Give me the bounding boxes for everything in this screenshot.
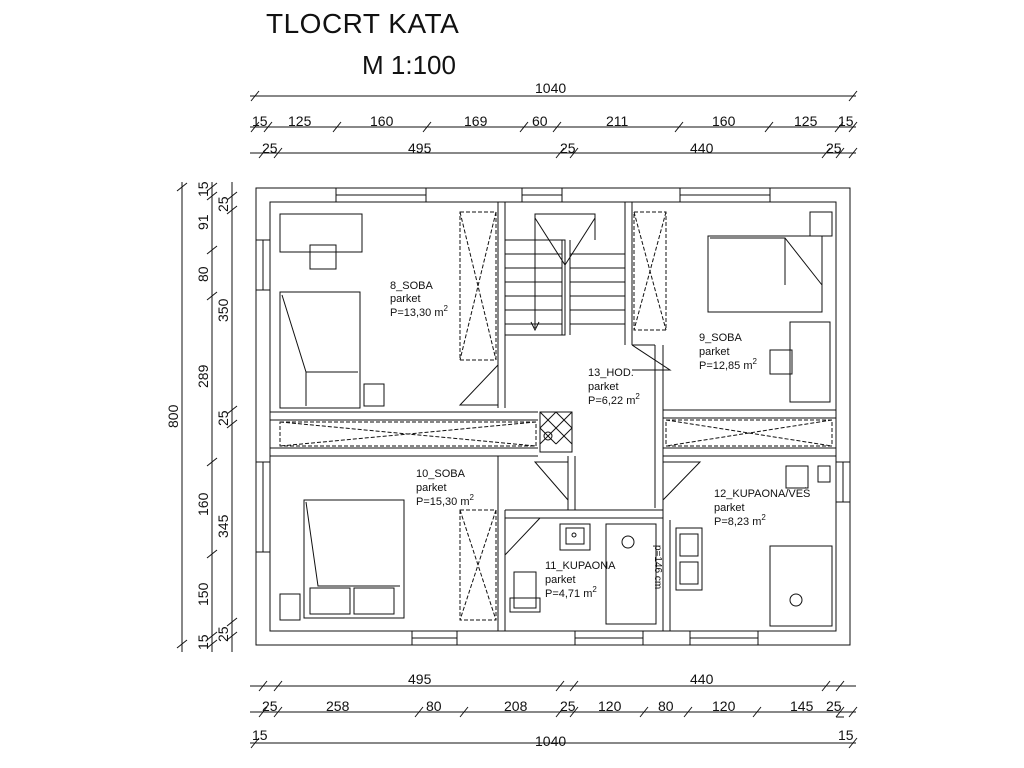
staircase: [504, 213, 625, 336]
dim-left-outer: 91: [195, 214, 211, 230]
svg-text:P=12,85 m2: P=12,85 m2: [699, 357, 758, 372]
svg-text:P=4,71 m2: P=4,71 m2: [545, 585, 597, 600]
dim-bottom-row2: 25: [262, 698, 278, 714]
svg-text:8_SOBA: 8_SOBA: [390, 280, 433, 292]
dim-bottom-row2: 120: [598, 698, 622, 714]
dim-top-row3: 495: [408, 140, 432, 156]
dim-bottom-row2: 80: [658, 698, 674, 714]
svg-text:P=6,22 m2: P=6,22 m2: [588, 392, 640, 407]
dim-top-row2: 125: [288, 113, 312, 129]
dim-bottom-row2: 120: [712, 698, 736, 714]
room-label-11: 11_KUPAONA parket P=4,71 m2: [545, 560, 616, 600]
dim-top-row2: 211: [606, 113, 629, 129]
plan-title: TLOCRT KATA: [266, 8, 460, 39]
svg-text:parket: parket: [545, 574, 576, 586]
dim-top-row2: 60: [532, 113, 548, 129]
left-dimension-lines: [176, 182, 238, 652]
svg-text:parket: parket: [714, 502, 745, 514]
dim-bottom-end: 15: [838, 727, 854, 743]
svg-text:parket: parket: [390, 293, 421, 305]
wardrobes: [279, 211, 833, 621]
interior-walls: [270, 202, 836, 631]
chimney: [539, 411, 573, 453]
dim-bottom-row2: 208: [504, 698, 528, 714]
top-dimension-lines: [250, 90, 858, 159]
dim-top-row2: 125: [794, 113, 818, 129]
dim-top-row3: 440: [690, 140, 714, 156]
svg-text:10_SOBA: 10_SOBA: [416, 468, 466, 480]
dim-left-outer: 80: [195, 266, 211, 282]
dim-left-inner: 25: [215, 196, 231, 212]
furniture-room-10: [279, 499, 405, 621]
dim-left-inner: 350: [215, 298, 231, 322]
dim-top-row2: 169: [464, 113, 488, 129]
dim-bottom-row1: 440: [690, 671, 714, 687]
room-label-9: 9_SOBA parket P=12,85 m2: [699, 332, 758, 372]
svg-text:parket: parket: [699, 346, 730, 358]
dim-bottom-end: 15: [252, 727, 268, 743]
dim-bottom-row2: 25: [826, 698, 842, 714]
dim-top-row2: 160: [370, 113, 394, 129]
dim-left-outer: 15: [195, 634, 211, 650]
dim-bottom-row2: 80: [426, 698, 442, 714]
svg-text:parket: parket: [416, 482, 447, 494]
svg-text:9_SOBA: 9_SOBA: [699, 332, 742, 344]
dim-bottom-row2: 258: [326, 698, 350, 714]
dim-top-row2: 15: [838, 113, 854, 129]
dim-left-outer: 289: [195, 364, 211, 388]
dim-left-outer: 150: [195, 582, 211, 606]
dim-bottom-row2: 25: [560, 698, 576, 714]
dim-top-row2: 160: [712, 113, 736, 129]
dim-left-inner: 25: [215, 626, 231, 642]
svg-text:P=13,30 m2: P=13,30 m2: [390, 304, 449, 319]
dim-top-row3: 25: [826, 140, 842, 156]
dim-left-outer: 160: [195, 492, 211, 516]
svg-text:P=15,30 m2: P=15,30 m2: [416, 493, 475, 508]
dim-bottom-row1: 495: [408, 671, 432, 687]
dim-bottom-row2: 145: [790, 698, 814, 714]
furniture-room-8: [279, 213, 385, 409]
dim-bottom-total: 1040: [535, 733, 566, 749]
dim-top-row3: 25: [262, 140, 278, 156]
bathroom-fixtures: [509, 465, 833, 627]
room-label-12: 12_KUPAONA/VEŠ parket P=8,23 m2: [714, 487, 810, 528]
room-label-13: 13_HOD. parket P=6,22 m2: [588, 367, 640, 407]
svg-text:P=8,23 m2: P=8,23 m2: [714, 513, 766, 528]
windows: [255, 187, 851, 646]
dim-left-inner: 25: [215, 410, 231, 426]
height-annotation: p=146 cm: [652, 545, 663, 589]
svg-text:11_KUPAONA: 11_KUPAONA: [545, 560, 616, 572]
dim-left-outer: 15: [195, 181, 211, 197]
room-label-10: 10_SOBA parket P=15,30 m2: [416, 468, 475, 508]
doors: [458, 344, 702, 557]
svg-text:parket: parket: [588, 381, 619, 393]
svg-text:13_HOD.: 13_HOD.: [588, 367, 634, 379]
dim-top-row3: 25: [560, 140, 576, 156]
dim-left-inner: 345: [215, 514, 231, 538]
bottom-dimension-lines: [250, 680, 858, 749]
svg-text:12_KUPAONA/VEŠ: 12_KUPAONA/VEŠ: [714, 487, 810, 500]
dim-left-total: 800: [165, 404, 181, 428]
furniture-room-9: [707, 211, 833, 403]
room-label-8: 8_SOBA parket P=13,30 m2: [390, 280, 449, 319]
dim-top-total: 1040: [535, 80, 566, 96]
dim-top-row2: 15: [252, 113, 268, 129]
plan-scale: M 1:100: [362, 50, 456, 80]
